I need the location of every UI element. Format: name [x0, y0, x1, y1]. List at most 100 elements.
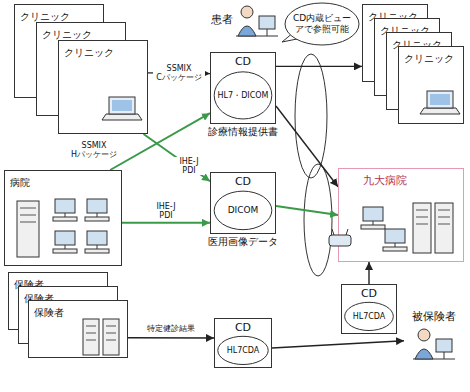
- person-icon: [235, 2, 279, 38]
- server-slot: [20, 208, 36, 209]
- connector: [128, 337, 214, 339]
- cd-disc-outline: [214, 191, 272, 230]
- pc-keyboard: [85, 249, 109, 253]
- server-slot: [416, 217, 428, 218]
- edge-label: IHE-J PDI: [173, 157, 205, 175]
- server-tower: [17, 201, 39, 257]
- pc-stand: [65, 213, 66, 217]
- pc-monitor: [385, 229, 405, 243]
- clinic-box: クリニック: [58, 40, 148, 134]
- cd-format: HL7・DICOM: [218, 91, 269, 101]
- cd-case: CD HL7CDA: [214, 318, 272, 368]
- pc-stand: [373, 221, 374, 225]
- network-oval: [304, 164, 332, 276]
- person-label: 患者: [211, 13, 233, 26]
- speech-bubble: CD内蔵ビューアで参照可能: [284, 2, 360, 46]
- pc-monitor: [55, 199, 75, 213]
- cd-label: CD: [235, 173, 251, 188]
- server-slot: [438, 224, 450, 225]
- server-slot: [106, 333, 116, 334]
- patient: 患者: [208, 2, 282, 38]
- person-body: [238, 26, 256, 36]
- laptop-base: [420, 108, 460, 114]
- router-antenna: [346, 229, 348, 235]
- clinic-box: クリニック: [398, 46, 464, 124]
- pc-stand: [97, 245, 98, 249]
- cd-format: HL7CDA: [227, 346, 260, 356]
- cd-media: CD HL7CDA: [340, 284, 398, 334]
- cd-case: CD HL7CDA: [341, 284, 397, 334]
- server-tower: [435, 203, 453, 253]
- server-slot: [438, 217, 450, 218]
- person-monitor: [259, 16, 275, 29]
- cd-label: CD: [235, 53, 251, 68]
- connector: [272, 341, 404, 348]
- kyudai-hospital-box: 九大病院: [338, 168, 464, 262]
- cd-media: CDDICOM医用画像データ: [204, 172, 282, 248]
- connector: [368, 262, 369, 284]
- server-slot: [86, 326, 96, 327]
- server-slot: [106, 326, 116, 327]
- box-label: 九大病院: [339, 173, 411, 187]
- connector: [276, 206, 338, 215]
- edge-label: 特定健診結果: [146, 324, 196, 333]
- cd-media: CD HL7・DICOM 診療情報提供書: [204, 52, 282, 138]
- person-head: [418, 329, 430, 341]
- pc-monitor: [87, 231, 107, 245]
- connector: [276, 106, 338, 187]
- cd-format: HL7CDA: [353, 312, 386, 322]
- server-slot: [416, 224, 428, 225]
- pc-stand: [395, 243, 396, 247]
- edge-label: IHE-J PDI: [150, 202, 182, 220]
- pc-keyboard: [53, 217, 77, 221]
- pc-stand: [65, 245, 66, 249]
- cd-format: DICOM: [228, 205, 259, 216]
- cd-media: CD HL7CDA: [208, 318, 278, 368]
- cd-case: CD HL7・DICOM: [210, 52, 276, 124]
- person-label: 被保険者: [412, 310, 456, 323]
- insured-person: 被保険者: [404, 310, 464, 361]
- router-antenna: [332, 229, 334, 235]
- pc-monitor: [363, 207, 383, 221]
- cd-caption: 診療情報提供書: [208, 126, 278, 138]
- pc-keyboard: [361, 225, 385, 229]
- server-slot: [106, 340, 116, 341]
- pc-keyboard: [85, 217, 109, 221]
- server-tower: [103, 319, 119, 355]
- pc-monitor: [55, 231, 75, 245]
- server-tower: [413, 203, 431, 253]
- server-slot: [86, 333, 96, 334]
- edge-label: SSMIX Hパッケージ: [68, 141, 120, 159]
- pc-keyboard: [383, 247, 407, 251]
- laptop-display: [112, 100, 132, 111]
- pc-monitor: [87, 199, 107, 213]
- server-slot: [20, 222, 36, 223]
- bubble-text: CD内蔵ビューアで参照可能: [290, 13, 354, 35]
- person-icon: [412, 325, 456, 361]
- edge-label: SSMIX Cパッケージ: [153, 64, 205, 82]
- laptop-display: [430, 94, 450, 105]
- laptop-base: [102, 114, 142, 120]
- cd-disc-outline: [214, 72, 272, 119]
- cd-label: CD: [235, 319, 251, 334]
- monitor-stand: [267, 29, 268, 36]
- server-slot: [86, 340, 96, 341]
- cd-label: CD: [361, 285, 377, 300]
- cd-case: CD DICOM: [210, 172, 276, 234]
- router-body: [329, 235, 351, 246]
- laptop-screen: [427, 91, 453, 108]
- hospital-box: 病院: [4, 170, 122, 266]
- pc-stand: [97, 213, 98, 217]
- box-label: 病院: [5, 176, 34, 189]
- box-label: クリニック: [399, 52, 458, 65]
- connector: [276, 66, 362, 67]
- person-body: [415, 349, 433, 359]
- connector: [144, 134, 211, 181]
- server-slot: [438, 210, 450, 211]
- laptop-screen: [109, 97, 135, 114]
- cd-disc-outline: [345, 302, 394, 330]
- server-slot: [20, 215, 36, 216]
- bubble-ellipse: [285, 3, 359, 45]
- person-head: [241, 6, 253, 18]
